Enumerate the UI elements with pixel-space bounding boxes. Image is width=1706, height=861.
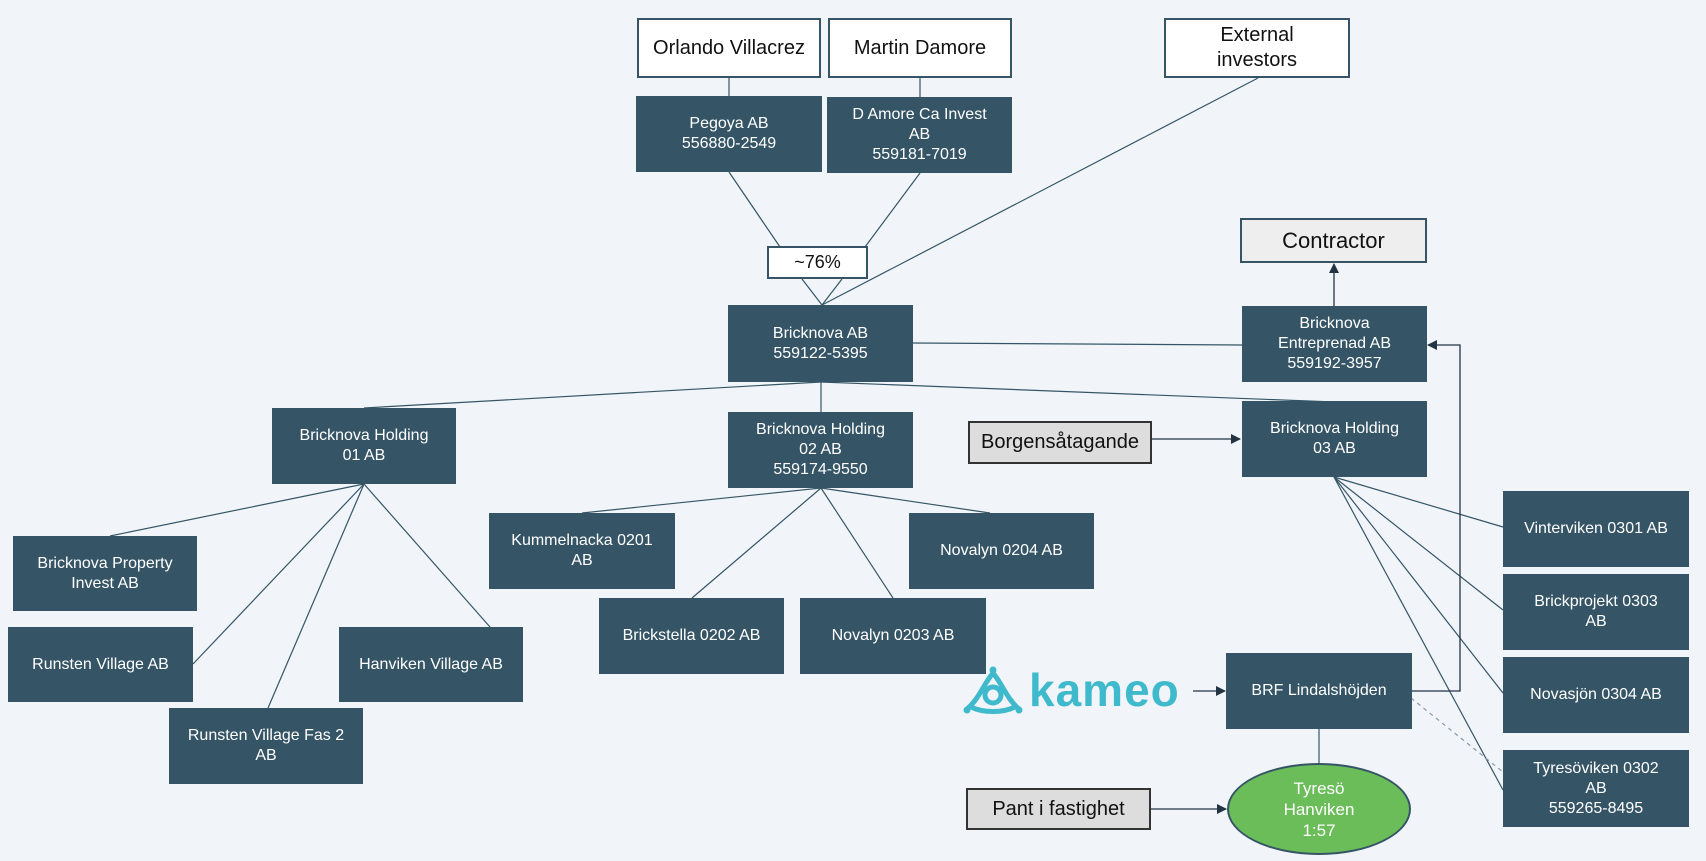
company-reg-number: 559174-9550 [773, 461, 868, 478]
company-kummelnacka-0201: Kummelnacka 0201 AB [489, 513, 675, 589]
property-label-line: Hanviken [1283, 799, 1355, 819]
company-name: Novalyn 0203 AB [831, 627, 955, 644]
company-name: Pegoya AB [689, 115, 769, 132]
company-name: Tyresöviken 0302 [1533, 759, 1659, 777]
company-reg-number: 559192-3957 [1287, 355, 1382, 372]
guarantee-box: Borgensåtagande [968, 421, 1152, 464]
ownership-percentage-label: ~76% [794, 252, 841, 272]
kameo-logo-icon [963, 666, 1023, 714]
brf-label: BRF Lindalshöjden [1251, 682, 1387, 699]
ownership-percentage: ~76% [767, 246, 868, 279]
kameo-logo-text: kameo [1029, 664, 1180, 716]
company-name: 03 AB [1313, 440, 1356, 457]
company-brickprojekt-0303: Brickprojekt 0303 AB [1503, 574, 1689, 650]
company-name: Hanviken Village AB [359, 655, 503, 673]
property-tyreso-hanviken: Tyresö Hanviken 1:57 [1227, 763, 1411, 855]
company-brickstella-0202: Brickstella 0202 AB [599, 598, 784, 674]
company-vinterviken-0301: Vinterviken 0301 AB [1503, 491, 1689, 567]
company-name: Bricknova Holding [299, 427, 429, 444]
company-name: AB [255, 747, 277, 764]
company-pegoya-ab: Pegoya AB 556880-2549 [636, 96, 822, 172]
owner-label: Martin Damore [853, 36, 987, 59]
company-name: Brickstella 0202 AB [622, 627, 761, 644]
owner-label: Orlando Villacrez [653, 36, 805, 59]
company-name: AB [908, 126, 931, 143]
owner-label-line: investors [1216, 49, 1298, 71]
company-damore-invest-ab: D Amore Ca Invest AB 559181-7019 [827, 97, 1012, 173]
company-name: D Amore Ca Invest [852, 106, 987, 123]
company-name: Runsten Village AB [32, 655, 169, 673]
company-reg-number: 559265-8495 [1548, 799, 1644, 817]
company-runsten-village-fas2: Runsten Village Fas 2 AB [169, 708, 363, 784]
company-name: AB [1585, 613, 1607, 630]
company-name: Invest AB [71, 574, 139, 592]
property-label-line: 1:57 [1302, 820, 1336, 840]
company-reg-number: 559122-5395 [773, 344, 868, 362]
company-bricknova-holding-02: Bricknova Holding 02 AB 559174-9550 [728, 412, 913, 488]
company-name: Novalyn 0204 AB [940, 542, 1063, 559]
company-hanviken-village: Hanviken Village AB [339, 627, 523, 702]
company-name: 01 AB [342, 447, 386, 464]
company-novalyn-0203: Novalyn 0203 AB [800, 598, 986, 674]
pledge-box: Pant i fastighet [966, 788, 1151, 830]
company-name: Brickprojekt 0303 [1534, 593, 1658, 610]
company-novasjon-0304: Novasjön 0304 AB [1503, 657, 1689, 733]
company-name: Runsten Village Fas 2 [187, 727, 345, 744]
guarantee-label: Borgensåtagande [981, 431, 1139, 453]
company-name: AB [1585, 779, 1607, 797]
pledge-label: Pant i fastighet [992, 797, 1125, 820]
company-bricknova-property-invest: Bricknova Property Invest AB [13, 536, 197, 611]
company-bricknova-holding-01: Bricknova Holding 01 AB [272, 408, 456, 484]
company-bricknova-ab: Bricknova AB 559122-5395 [728, 305, 913, 382]
company-name: Kummelnacka 0201 [511, 532, 653, 549]
contractor-box: Contractor [1240, 218, 1427, 263]
company-name: Bricknova Property [37, 554, 173, 572]
company-runsten-village: Runsten Village AB [8, 627, 193, 702]
company-name: Bricknova Holding [1270, 420, 1399, 437]
company-novalyn-0204: Novalyn 0204 AB [909, 513, 1094, 589]
company-bricknova-entreprenad-ab: Bricknova Entreprenad AB 559192-3957 [1242, 306, 1427, 382]
company-name: Bricknova AB [772, 324, 869, 342]
company-name: Bricknova [1299, 315, 1370, 332]
company-reg-number: 556880-2549 [681, 135, 777, 152]
company-name: Novasjön 0304 AB [1530, 686, 1662, 703]
company-name: Bricknova Holding [756, 421, 885, 438]
property-label-line: Tyresö [1293, 778, 1345, 798]
kameo-logo: kameo [963, 662, 1180, 718]
company-tyresoviken-0302: Tyresöviken 0302 AB 559265-8495 [1503, 750, 1689, 827]
company-name: 02 AB [799, 441, 842, 458]
company-name: Vinterviken 0301 AB [1524, 520, 1668, 537]
brf-lindalshojden: BRF Lindalshöjden [1226, 653, 1412, 729]
company-bricknova-holding-03: Bricknova Holding 03 AB [1242, 401, 1427, 477]
owner-martin-damore: Martin Damore [828, 18, 1012, 78]
owner-orlando-villacrez: Orlando Villacrez [637, 18, 821, 78]
company-name: AB [571, 552, 593, 569]
owner-external-investors: External investors [1164, 18, 1350, 78]
contractor-label: Contractor [1282, 227, 1385, 253]
company-reg-number: 559181-7019 [872, 146, 967, 163]
company-name: Entreprenad AB [1278, 335, 1391, 352]
owner-label-line: External [1220, 24, 1294, 46]
